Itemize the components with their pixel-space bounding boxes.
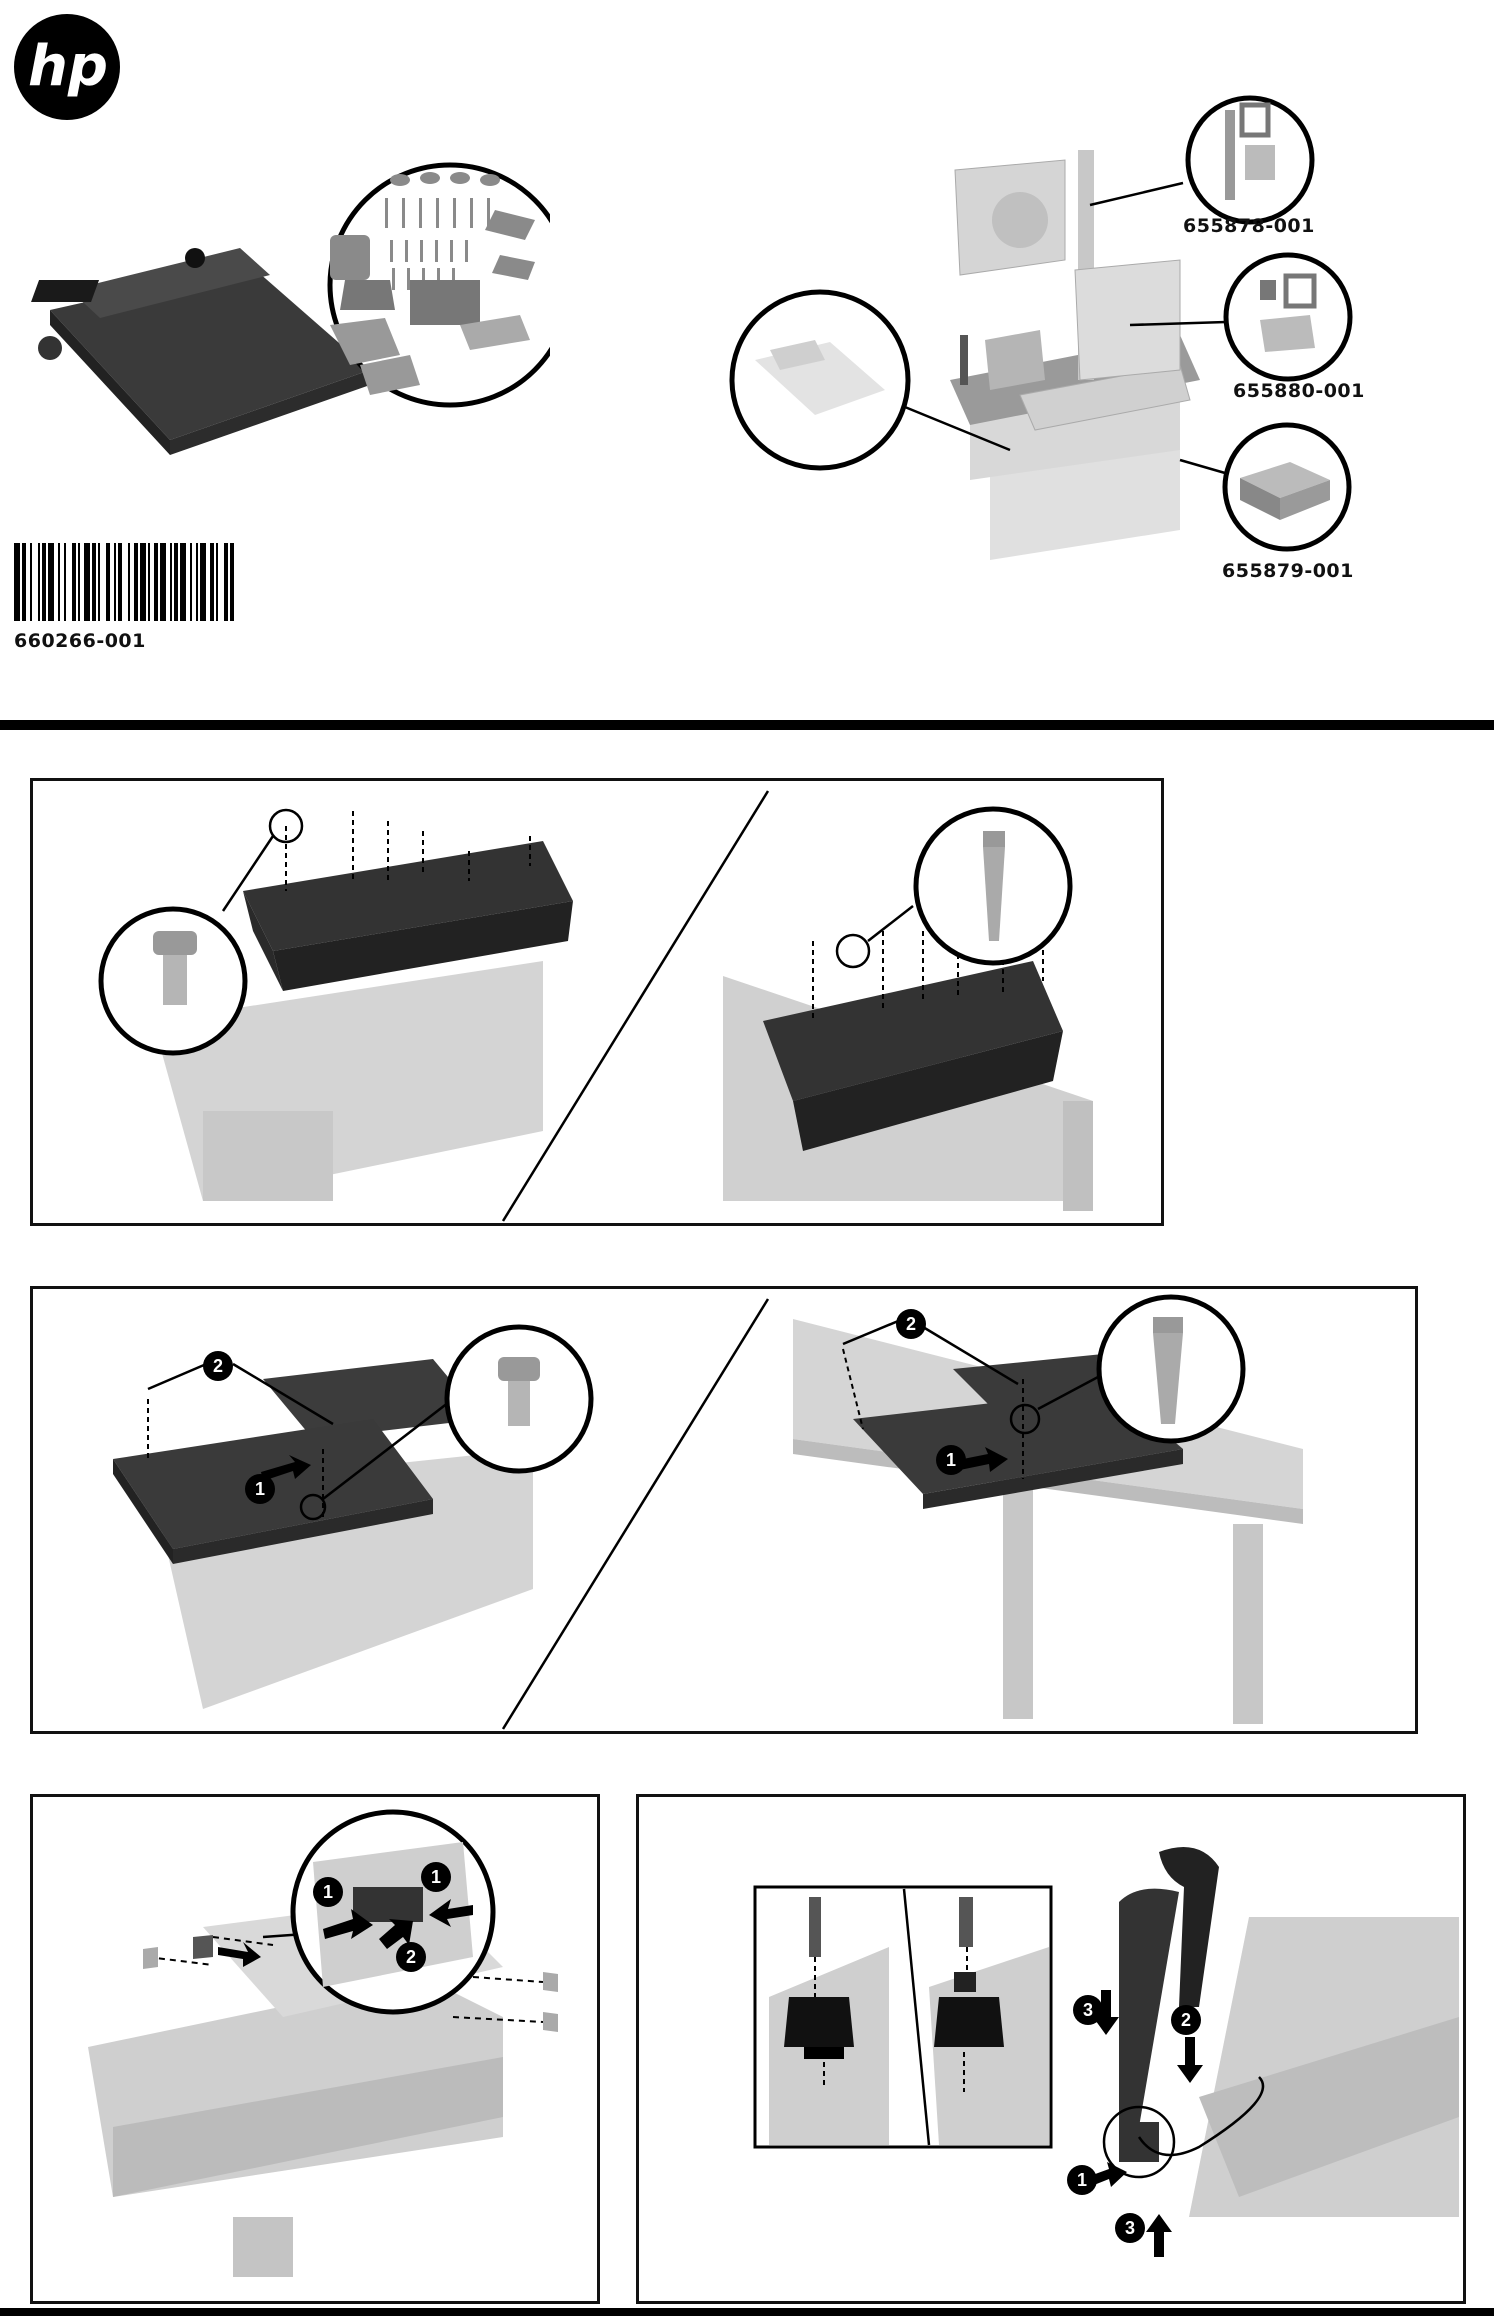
barcode-bar [98, 543, 100, 621]
section-divider [0, 720, 1494, 730]
step-badge-2: 2 [396, 1942, 426, 1972]
barcode-bar [134, 543, 138, 621]
barcode-bar [58, 543, 60, 621]
barcode-number: 660266-001 [14, 630, 146, 652]
step-badge-1: 1 [936, 1445, 966, 1475]
part-number-655879: 655879-001 [1222, 560, 1354, 582]
barcode-bar [140, 543, 146, 621]
barcode-bar [210, 543, 214, 621]
barcode-bar [64, 543, 66, 621]
barcode-bar [216, 543, 218, 621]
step-badge-2: 2 [203, 1351, 233, 1381]
barcode-bar [22, 543, 26, 621]
barcode-bar [84, 543, 90, 621]
step-badge-1: 1 [421, 1862, 451, 1892]
barcode-bar [30, 543, 32, 621]
barcode-bar [160, 543, 166, 621]
barcode-bar [230, 543, 234, 621]
step-badge-3: 3 [1073, 1995, 1103, 2025]
barcode-bar [128, 543, 130, 621]
barcode-bar [38, 543, 40, 621]
barcode-bar [174, 543, 178, 621]
step-badge-1: 1 [245, 1474, 275, 1504]
barcode-bar [170, 543, 172, 621]
step-badge-3: 3 [1115, 2213, 1145, 2243]
barcode-bar [200, 543, 206, 621]
part-number-655878: 655878-001 [1183, 215, 1315, 237]
barcode [14, 543, 302, 621]
barcode-bar [148, 543, 150, 621]
barcode-bar [72, 543, 76, 621]
part-number-655880: 655880-001 [1233, 380, 1365, 402]
barcode-bar [190, 543, 192, 621]
panel-install-bracket [30, 778, 1164, 1226]
product-kit-illustration [30, 140, 573, 480]
step-badge-1: 1 [313, 1877, 343, 1907]
barcode-bar [180, 543, 186, 621]
bottom-divider [0, 2308, 1494, 2316]
barcode-bar [14, 543, 20, 621]
step-badge-2: 2 [1171, 2005, 1201, 2035]
barcode-bar [92, 543, 96, 621]
barcode-bar [42, 543, 46, 621]
barcode-bar [224, 543, 228, 621]
panel-scanner-holder: 3 2 1 3 [636, 1794, 1466, 2304]
panel-side-covers: 1 1 2 [30, 1794, 600, 2304]
barcode-bar [154, 543, 158, 621]
step-badge-2: 2 [896, 1309, 926, 1339]
pos-system-illustration [720, 80, 1370, 580]
barcode-bar [48, 543, 54, 621]
barcode-bar [118, 543, 122, 621]
barcode-bar [114, 543, 116, 621]
barcode-bar [106, 543, 110, 621]
hp-logo-text: hp [28, 34, 108, 99]
barcode-bar [78, 543, 80, 621]
step-badge-1: 1 [1067, 2165, 1097, 2195]
barcode-bar [196, 543, 198, 621]
hp-logo: hp [12, 12, 122, 122]
panel-attach-tray: 2 1 2 1 [30, 1286, 1418, 1734]
